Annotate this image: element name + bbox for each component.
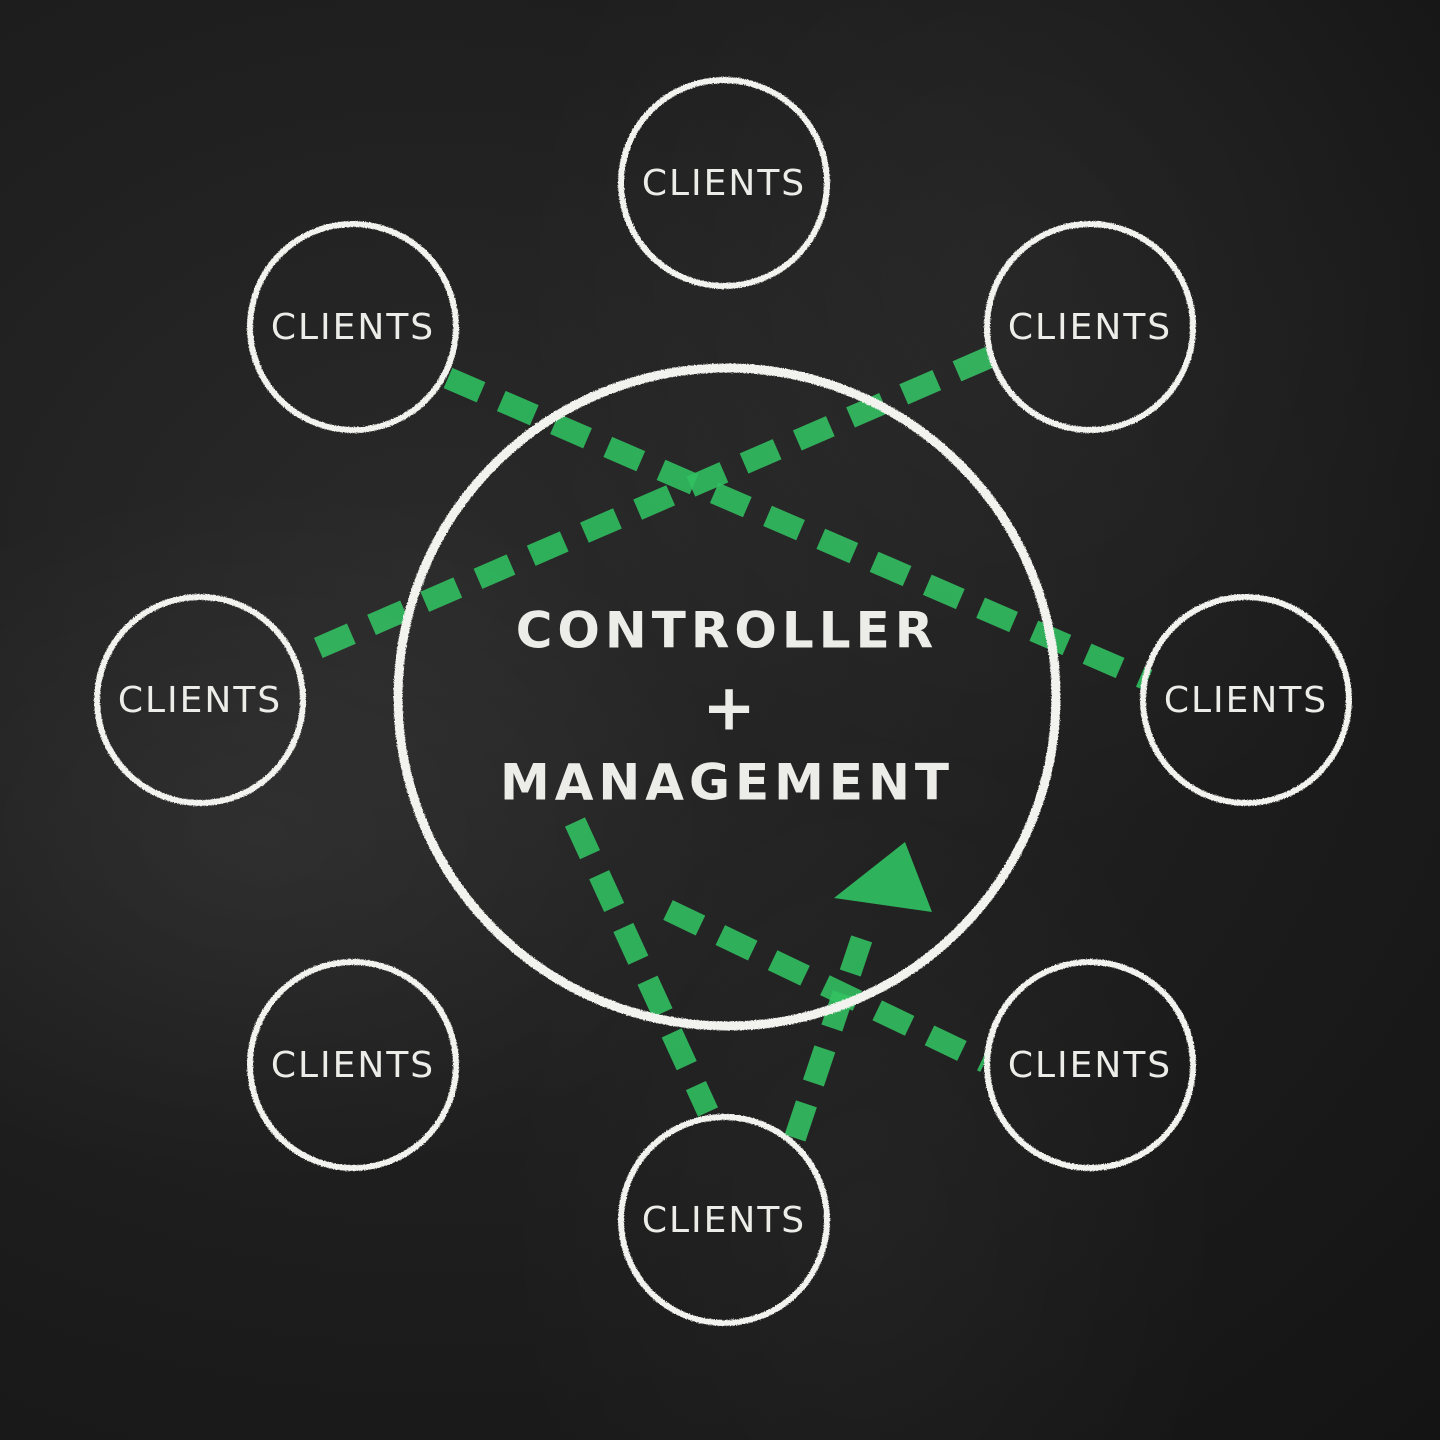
client-circle [94, 594, 306, 806]
arrowhead-icon [834, 842, 932, 912]
client-label: CLIENTS [271, 1045, 435, 1086]
client-nodes: CLIENTS CLIENTS CLIENTS CLIENTS CLIENTS CLIEN… [94, 77, 1352, 1326]
controller-circle [393, 363, 1061, 1031]
client-node-top-right: CLIENTS [984, 221, 1196, 433]
client-node-bottom-right: CLIENTS [984, 959, 1196, 1171]
client-label: CLIENTS [1008, 1045, 1172, 1086]
client-circle [618, 77, 830, 289]
client-circle [984, 221, 1196, 433]
client-node-top: CLIENTS [618, 77, 830, 289]
connection-lines [297, 346, 1153, 1142]
client-node-top-left: CLIENTS [247, 221, 459, 433]
controller-label: CONTROLLER [516, 602, 939, 660]
client-node-right: CLIENTS [1140, 594, 1352, 806]
client-circle [984, 959, 1196, 1171]
client-circle [247, 221, 459, 433]
client-node-left: CLIENTS [94, 594, 306, 806]
link-top-left-to-right [443, 367, 1153, 691]
client-label: CLIENTS [1008, 307, 1172, 348]
link-center-to-bottom-right [663, 900, 990, 1072]
client-node-bottom-left: CLIENTS [247, 959, 459, 1171]
client-label: CLIENTS [118, 680, 282, 721]
client-circle [618, 1114, 830, 1326]
client-label: CLIENTS [642, 163, 806, 204]
management-label: MANAGEMENT [500, 754, 954, 812]
link-center-to-bottom [565, 817, 718, 1117]
link-bottom-to-center-arrow [784, 916, 879, 1142]
client-node-bottom: CLIENTS [618, 1114, 830, 1326]
client-label: CLIENTS [271, 307, 435, 348]
client-label: CLIENTS [642, 1200, 806, 1241]
client-label: CLIENTS [1164, 680, 1328, 721]
plus-sign: + [702, 672, 756, 746]
controller-node: CONTROLLER + MANAGEMENT [393, 363, 1061, 1031]
client-circle [1140, 594, 1352, 806]
client-circle [247, 959, 459, 1171]
